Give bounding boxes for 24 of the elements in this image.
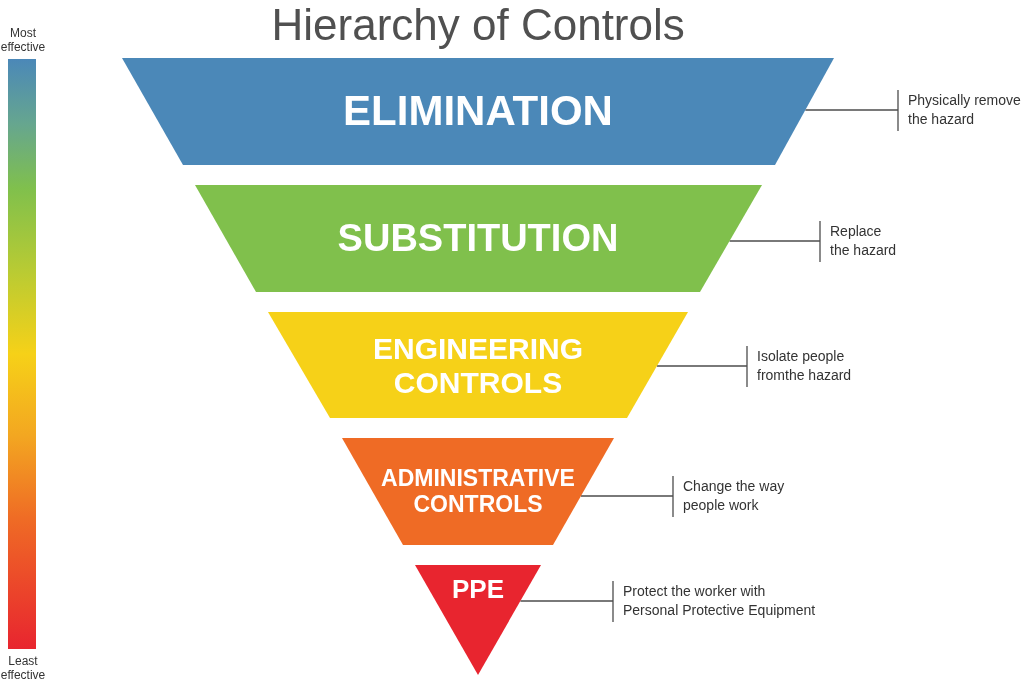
effectiveness-scale-bar: [8, 59, 36, 649]
scale-label: Least effective: [0, 654, 46, 682]
description-text: Physically remove the hazard: [908, 91, 1024, 129]
leader-line: [804, 89, 899, 132]
level-title: ELIMINATION: [343, 87, 613, 135]
diagram-title: Hierarchy of Controls: [271, 1, 685, 49]
trapezoid-band: [342, 438, 614, 545]
level-title: SUBSTITUTION: [337, 216, 619, 260]
leader-line: [519, 580, 614, 623]
triangle-band: [415, 565, 541, 675]
description-text: Change the way people work: [683, 477, 788, 515]
level-title: ADMINISTRATIVE CONTROLS: [380, 466, 576, 518]
trapezoid-band: [268, 312, 688, 418]
leader-line: [656, 345, 748, 388]
scale-label: Most effective: [0, 26, 46, 54]
level-title: ENGINEERING CONTROLS: [372, 332, 584, 400]
trapezoid-band: [122, 58, 834, 165]
leader-line: [580, 475, 674, 518]
leader-line: [728, 220, 821, 263]
description-text: Protect the worker with Personal Protective Equipment: [623, 582, 820, 620]
trapezoid-band: [195, 185, 762, 292]
level-title: PPE: [452, 575, 504, 605]
description-text: Replace the hazard: [830, 222, 900, 260]
description-text: Isolate people fromthe hazard: [757, 347, 854, 385]
